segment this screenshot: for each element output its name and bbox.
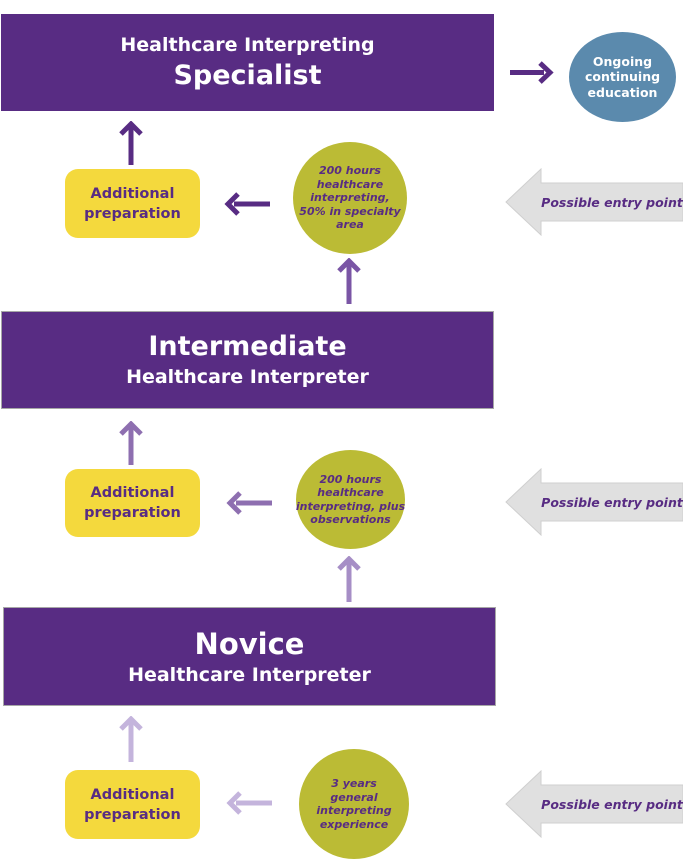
requirement-circle-novice: 3 years general interpreting experience [299, 749, 409, 859]
arrow-up-to-requirement-specialist-icon [337, 258, 361, 304]
requirement-line: 3 years [331, 777, 377, 790]
entry-point-arrow-intermediate: Possible entry point [505, 468, 683, 536]
arrow-up-to-requirement-intermediate-icon [337, 556, 361, 602]
additional-preparation-box-intermediate: Additional preparation [65, 469, 200, 537]
requirement-line: experience [319, 817, 389, 831]
specialist-level-box: Healthcare Interpreting Specialist [1, 14, 494, 111]
entry-point-arrow-novice: Possible entry point [505, 770, 683, 838]
intermediate-level-title: Intermediate [148, 331, 347, 362]
preparation-line: Additional [90, 786, 175, 803]
entry-arrow-shape-icon [505, 468, 683, 536]
education-line: continuing [584, 69, 661, 85]
preparation-line: preparation [84, 205, 181, 222]
requirement-line: general [330, 790, 378, 804]
novice-level-box: Novice Healthcare Interpreter [3, 607, 496, 706]
requirement-circle-specialist: 200 hours healthcare interpreting, 50% i… [293, 142, 407, 254]
requirement-line: 50% in specialty [299, 204, 401, 218]
arrow-left-to-preparation-novice-icon [226, 791, 272, 815]
additional-preparation-box-specialist: Additional preparation [65, 169, 200, 238]
novice-level-title: Novice [194, 626, 305, 661]
arrow-up-to-intermediate-icon [119, 421, 143, 465]
requirement-line: interpreting [316, 804, 392, 817]
preparation-line: Additional [90, 485, 175, 501]
education-line: Ongoing [592, 53, 653, 69]
arrow-up-to-novice-icon [119, 716, 143, 762]
arrow-left-to-preparation-icon [224, 192, 270, 216]
entry-arrow-shape-icon [505, 168, 683, 236]
preparation-line: Additional [90, 185, 175, 202]
specialist-level-title: Specialist [173, 59, 322, 91]
entry-point-label: Possible entry point [541, 494, 683, 510]
entry-point-label: Possible entry point [541, 796, 683, 812]
novice-level-subtitle: Healthcare Interpreter [128, 663, 371, 686]
requirement-line: healthcare [317, 486, 384, 499]
preparation-line: preparation [84, 806, 181, 823]
requirement-line: interpreting, plus [295, 499, 406, 513]
intermediate-level-box: Intermediate Healthcare Interpreter [1, 311, 494, 409]
arrow-up-to-specialist-icon [119, 121, 143, 165]
entry-arrow-shape-icon [505, 770, 683, 838]
education-line: education [587, 84, 658, 100]
requirement-line: healthcare [316, 177, 384, 191]
additional-preparation-box-novice: Additional preparation [65, 770, 200, 839]
requirement-line: 200 hours [319, 164, 381, 178]
intermediate-level-subtitle: Healthcare Interpreter [126, 366, 369, 388]
requirement-line: observations [310, 513, 391, 526]
entry-point-arrow-specialist: Possible entry point [505, 168, 683, 236]
ongoing-education-circle: Ongoing continuing education [569, 32, 676, 122]
requirement-circle-intermediate: 200 hours healthcare interpreting, plus … [296, 450, 405, 549]
specialist-level-subtitle: Healthcare Interpreting [120, 33, 375, 56]
arrow-left-to-preparation-intermediate-icon [226, 491, 272, 515]
preparation-line: preparation [84, 505, 181, 521]
requirement-line: interpreting, [310, 191, 390, 205]
requirement-line: 200 hours [319, 472, 382, 486]
requirement-line: area [336, 218, 364, 232]
arrow-right-to-education-icon [510, 61, 554, 84]
entry-point-label: Possible entry point [541, 194, 683, 210]
